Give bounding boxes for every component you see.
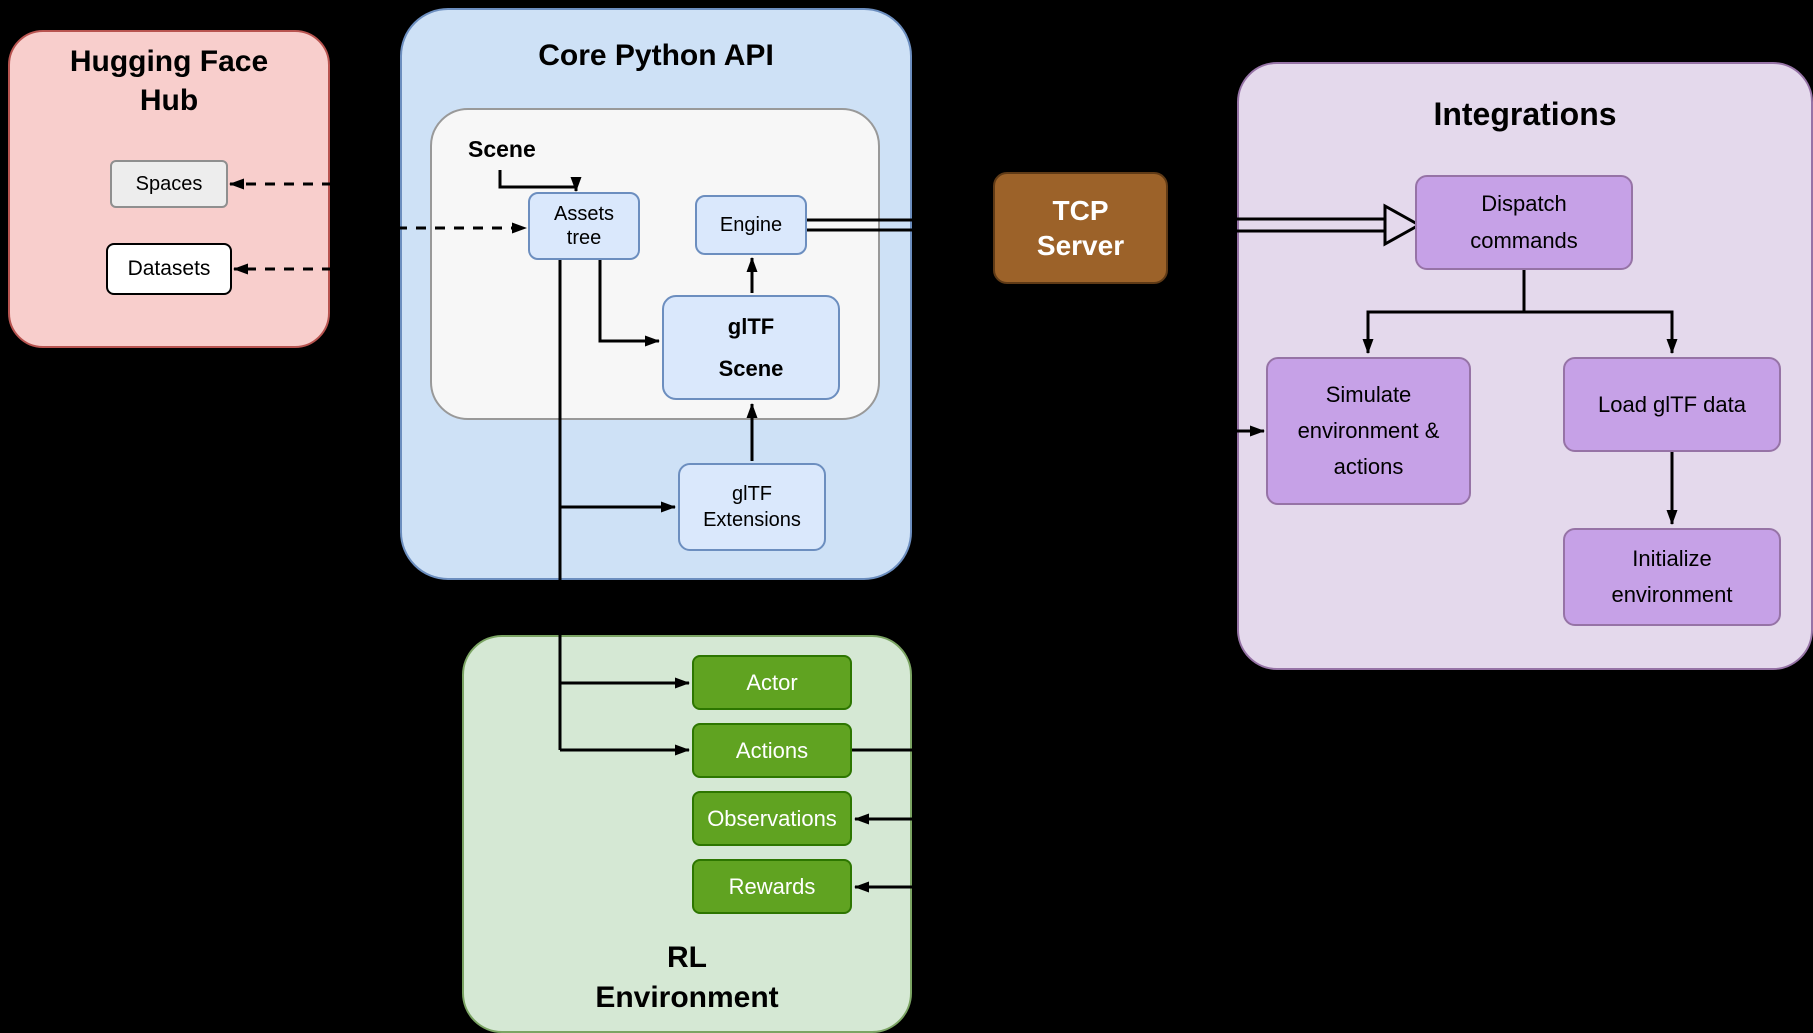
arrow-dispatch-to-simulate: [1362, 270, 1526, 354]
core-api-title: Core Python API: [400, 36, 912, 75]
simulate-environment-label: Simulate environment & actions: [1297, 381, 1440, 480]
rl-environment-title: RL Environment: [462, 938, 912, 1018]
engine-label: Engine: [719, 213, 783, 236]
gltf-extensions-label: glTF Extensions: [703, 483, 801, 531]
actor-node: Actor: [692, 655, 852, 710]
hub-title: Hugging Face Hub: [8, 42, 330, 120]
rl-environment-title-text: RL Environment: [595, 941, 779, 1014]
tcp-server-node: TCP Server: [993, 172, 1168, 284]
assets-tree-label: Assets tree: [553, 203, 615, 249]
gltf-scene-label: glTF Scene: [718, 313, 784, 381]
engine-node: Engine: [695, 195, 807, 255]
initialize-environment-node: Initialize environment: [1563, 528, 1781, 626]
integrations-title: Integrations: [1237, 94, 1813, 136]
datasets-label: Datasets: [127, 256, 211, 280]
actions-label: Actions: [735, 737, 809, 763]
assets-tree-node: Assets tree: [528, 192, 640, 260]
initialize-environment-label: Initialize environment: [1611, 545, 1733, 607]
arrow-assets-tree-to-gltf-scene: [598, 260, 660, 347]
spaces-label: Spaces: [135, 172, 203, 195]
actor-label: Actor: [746, 669, 798, 695]
dispatch-commands-label: Dispatch commands: [1470, 191, 1578, 253]
gltf-extensions-node: glTF Extensions: [678, 463, 826, 551]
gltf-scene-node: glTF Scene: [662, 295, 840, 400]
tcp-server-label: TCP Server: [1036, 195, 1125, 261]
rewards-node: Rewards: [692, 859, 852, 914]
hollow-arrowhead-to-dispatch: [1383, 203, 1423, 247]
integrations-title-text: Integrations: [1433, 96, 1617, 132]
load-gltf-data-label: Load glTF data: [1598, 391, 1746, 417]
hub-title-text: Hugging Face Hub: [69, 45, 269, 117]
spaces-node: Spaces: [110, 160, 228, 208]
observations-label: Observations: [707, 805, 837, 831]
datasets-node: Datasets: [106, 243, 232, 295]
observations-node: Observations: [692, 791, 852, 846]
arrow-dispatch-to-load: [1524, 310, 1678, 354]
simulate-environment-node: Simulate environment & actions: [1266, 357, 1471, 505]
scene-label-hook-arrow: [498, 170, 582, 192]
scene-group-label: Scene: [468, 136, 536, 162]
core-api-title-text: Core Python API: [538, 39, 774, 72]
load-gltf-data-node: Load glTF data: [1563, 357, 1781, 452]
rewards-label: Rewards: [728, 873, 816, 899]
dispatch-commands-node: Dispatch commands: [1415, 175, 1633, 270]
actions-node: Actions: [692, 723, 852, 778]
